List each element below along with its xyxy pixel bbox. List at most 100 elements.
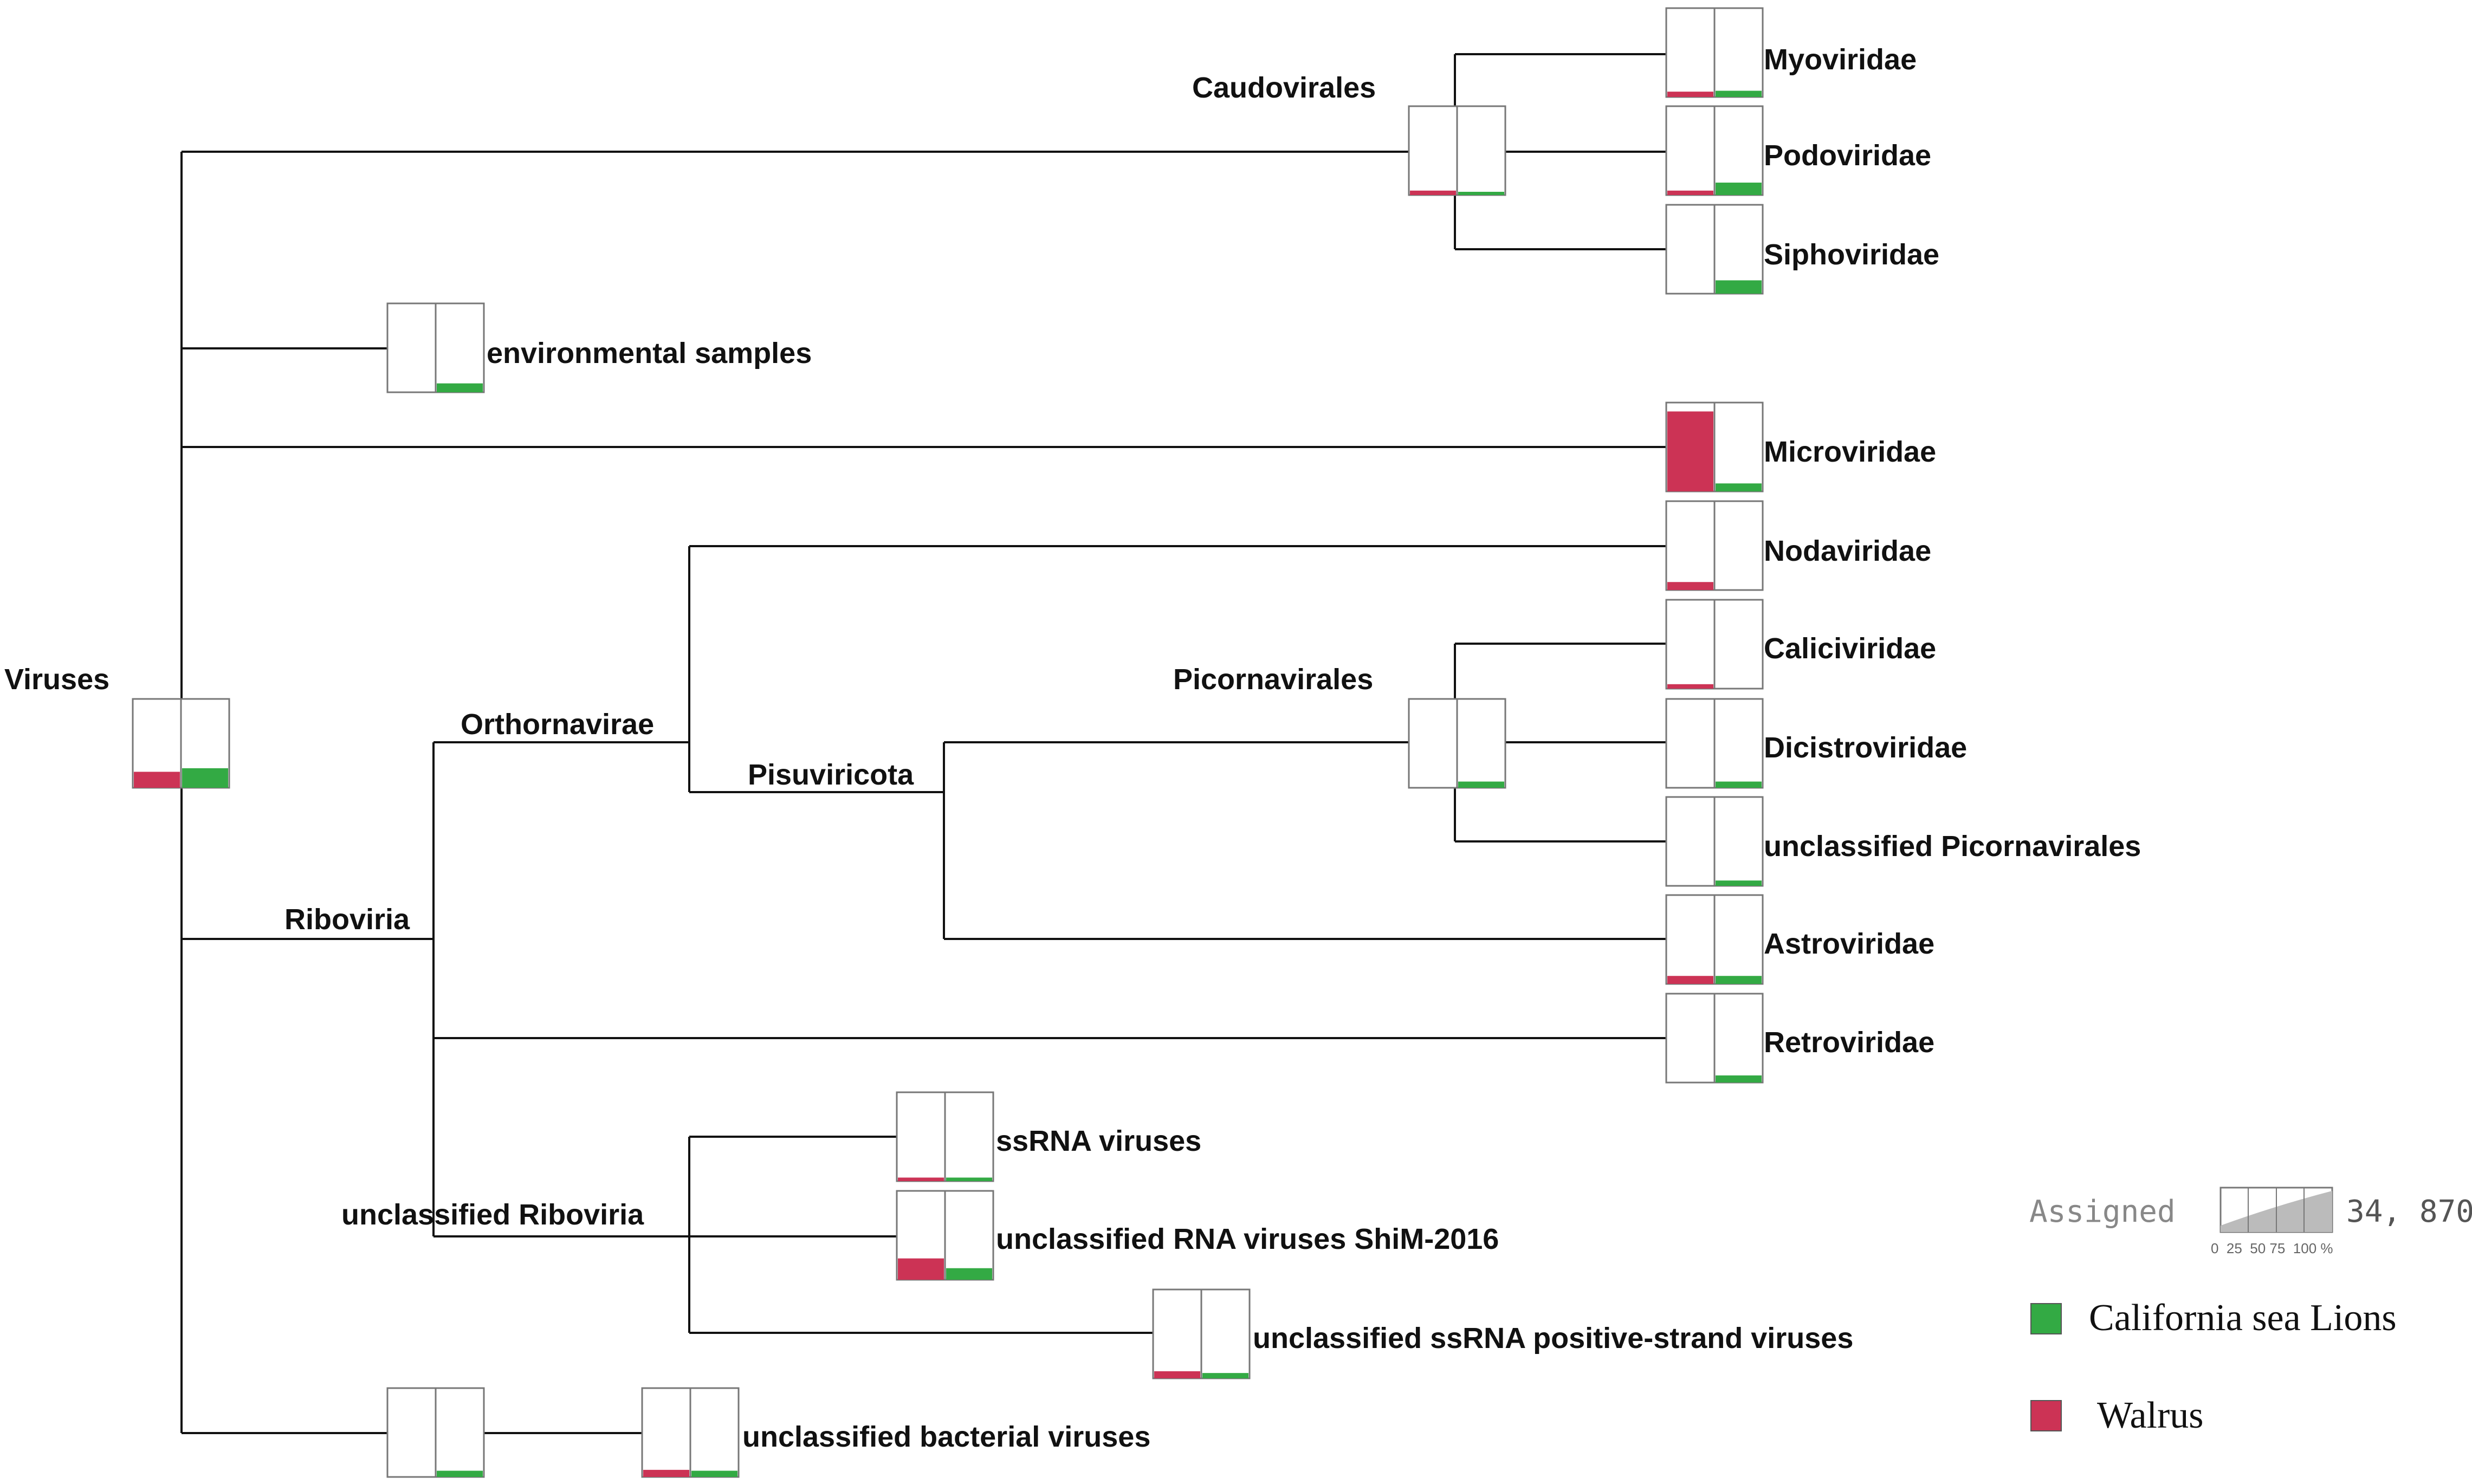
label-env-samples: environmental samples	[487, 337, 812, 370]
walrus-cell	[1665, 993, 1716, 1084]
walrus-cell	[896, 1091, 946, 1182]
walrus-bar	[1154, 1371, 1200, 1378]
sea-lions-cell	[1713, 599, 1764, 690]
label-dicistroviridae: Dicistroviridae	[1764, 731, 1967, 764]
walrus-bar	[1667, 190, 1713, 195]
sea-lions-cell	[1713, 894, 1764, 985]
legend-swatch-sea-lions	[2030, 1303, 2062, 1334]
walrus-bar	[1667, 582, 1713, 590]
sea-lions-bar	[1458, 781, 1504, 788]
walrus-bar	[1410, 190, 1456, 195]
legend-assigned-count: 34, 870	[2346, 1194, 2472, 1229]
sea-lions-bar	[691, 1470, 737, 1477]
sea-lions-bar	[1716, 976, 1762, 984]
node-box-env-samples[interactable]	[386, 302, 485, 393]
walrus-cell	[1665, 500, 1716, 591]
node-box-picornavirales[interactable]	[1408, 698, 1506, 789]
label-unclassified-riboviria: unclassified Riboviria	[341, 1198, 644, 1231]
legend-scale-icon	[2219, 1187, 2333, 1233]
sea-lions-cell	[689, 1387, 740, 1478]
sea-lions-cell	[1456, 105, 1506, 196]
label-unclassified-picornavirales: unclassified Picornavirales	[1764, 830, 2141, 863]
sea-lions-cell	[944, 1091, 994, 1182]
label-unclassified-ssrna-pos: unclassified ssRNA positive-strand virus…	[1253, 1322, 1853, 1355]
label-viruses: Viruses	[4, 663, 109, 696]
label-myoviridae: Myoviridae	[1764, 43, 1917, 76]
sea-lions-cell	[1713, 204, 1764, 295]
label-riboviria: Riboviria	[284, 903, 410, 936]
legend: Assigned 34, 870 0 25 50 75 100 % Califo…	[2029, 1187, 2472, 1436]
walrus-cell	[386, 1387, 437, 1478]
sea-lions-bar	[437, 1470, 483, 1477]
node-box-retroviridae[interactable]	[1665, 993, 1764, 1084]
walrus-bar	[1667, 411, 1713, 491]
label-nodaviridae: Nodaviridae	[1764, 535, 1931, 567]
tree-edges	[133, 53, 1666, 1434]
node-labels: Viruses Caudovirales Myoviridae Podoviri…	[4, 43, 2141, 1453]
node-box-unclassified-picornavirales[interactable]	[1665, 796, 1764, 887]
label-picornavirales: Picornavirales	[1173, 663, 1373, 696]
node-box-unclassified-bacterial[interactable]	[641, 1387, 740, 1478]
node-box-caliciviridae[interactable]	[1665, 599, 1764, 690]
walrus-cell	[1665, 698, 1716, 789]
sea-lions-bar	[1202, 1373, 1248, 1378]
sea-lions-cell	[435, 302, 485, 393]
node-box-bacterial-parent[interactable]	[386, 1387, 485, 1478]
walrus-cell	[1152, 1288, 1202, 1379]
sea-lions-bar	[1716, 183, 1762, 195]
sea-lions-cell	[1713, 698, 1764, 789]
walrus-cell	[1408, 698, 1458, 789]
node-box-astroviridae[interactable]	[1665, 894, 1764, 985]
label-siphoviridae: Siphoviridae	[1764, 238, 1939, 271]
sea-lions-cell	[1713, 105, 1764, 196]
sea-lions-cell	[1713, 796, 1764, 887]
node-box-podoviridae[interactable]	[1665, 105, 1764, 196]
sea-lions-bar	[1716, 483, 1762, 491]
sea-lions-cell	[1713, 401, 1764, 492]
node-box-microviridae[interactable]	[1665, 401, 1764, 492]
walrus-bar	[1667, 976, 1713, 984]
walrus-bar	[1667, 684, 1713, 689]
walrus-bar	[898, 1258, 944, 1280]
sea-lions-bar	[1716, 880, 1762, 886]
label-retroviridae: Retroviridae	[1764, 1026, 1934, 1059]
sea-lions-bar	[182, 768, 228, 788]
walrus-cell	[1665, 599, 1716, 690]
sea-lions-cell	[435, 1387, 485, 1478]
sea-lions-bar	[437, 383, 483, 392]
node-box-ssrna-viruses[interactable]	[896, 1091, 994, 1182]
sea-lions-cell	[1456, 698, 1506, 789]
sea-lions-bar	[1716, 1075, 1762, 1083]
node-box-dicistroviridae[interactable]	[1665, 698, 1764, 789]
node-box-unclassified-ssrna-pos[interactable]	[1152, 1288, 1251, 1379]
node-boxes	[132, 7, 1764, 1478]
walrus-cell	[1665, 105, 1716, 196]
label-unclassified-bacterial: unclassified bacterial viruses	[742, 1421, 1150, 1453]
walrus-cell	[1665, 7, 1716, 98]
walrus-cell	[1665, 796, 1716, 887]
sea-lions-bar	[1458, 192, 1504, 195]
sea-lions-bar	[946, 1268, 992, 1280]
legend-label-walrus: Walrus	[2097, 1395, 2204, 1436]
label-podoviridae: Podoviridae	[1764, 139, 1931, 172]
sea-lions-cell	[944, 1190, 994, 1281]
node-box-nodaviridae[interactable]	[1665, 500, 1764, 591]
label-caliciviridae: Caliciviridae	[1764, 632, 1936, 665]
node-box-myoviridae[interactable]	[1665, 7, 1764, 98]
walrus-cell	[386, 302, 437, 393]
walrus-cell	[641, 1387, 691, 1478]
label-astroviridae: Astroviridae	[1764, 928, 1934, 960]
walrus-bar	[1667, 92, 1713, 97]
node-box-viruses[interactable]	[132, 698, 230, 789]
legend-scale-ticks: 0 25 50 75 100 %	[2211, 1240, 2333, 1256]
sea-lions-cell	[1200, 1288, 1251, 1379]
node-box-siphoviridae[interactable]	[1665, 204, 1764, 295]
walrus-cell	[1665, 894, 1716, 985]
sea-lions-cell	[1713, 993, 1764, 1084]
node-box-caudovirales[interactable]	[1408, 105, 1506, 196]
label-unclassified-rna-shim: unclassified RNA viruses ShiM-2016	[996, 1223, 1499, 1255]
node-box-unclassified-rna-shim[interactable]	[896, 1190, 994, 1281]
sea-lions-bar	[1716, 781, 1762, 788]
label-ssrna-viruses: ssRNA viruses	[996, 1125, 1201, 1157]
